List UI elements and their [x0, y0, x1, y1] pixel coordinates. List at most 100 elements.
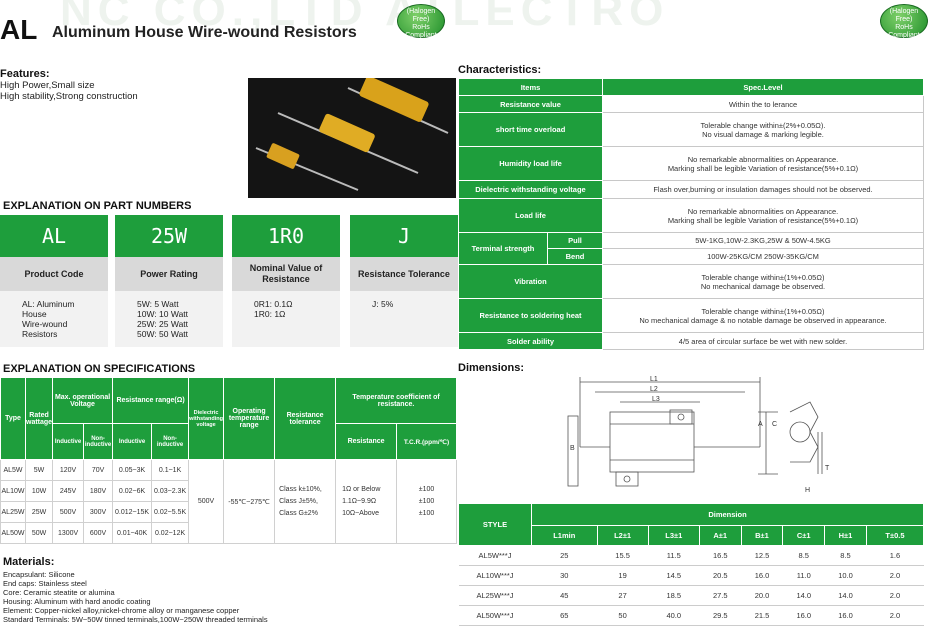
cell-style: AL5W***J — [458, 545, 532, 566]
table-row: AL25W***J 45 27 18.5 27.5 20.0 14.0 14.0… — [458, 585, 924, 606]
dim-label-h: H — [805, 487, 810, 494]
char-spec: 5W-1KG,10W-2.3KG,25W & 50W-4.5KG — [602, 232, 924, 249]
cell-dim: 18.5 — [648, 585, 700, 606]
th-tolerance: Resistance tolerance — [274, 377, 337, 460]
cell-type: AL5W — [0, 459, 26, 481]
th-max-voltage: Max. operational Voltage — [52, 377, 114, 424]
cell-type: AL50W — [0, 522, 26, 544]
table-row: AL10W 10W 245V 180V 0.02~6K 0.03~2.3K — [0, 480, 457, 502]
cell-dim: 45 — [531, 585, 597, 606]
badge-line: (Halogen Free) — [406, 8, 436, 23]
spec-line: 4/5 area of circular surface be wet with… — [678, 336, 848, 346]
cell-dim: 11.5 — [648, 545, 700, 566]
cell-resistance: 1Ω or Below 1.1Ω~9.9Ω 10Ω~Above — [335, 459, 398, 544]
desc-line: 50W: 50 Watt — [137, 329, 189, 339]
spec-line: Marking shall be legible Variation of re… — [667, 163, 859, 173]
th-tcr: T.C.R.(ppm/℃) — [396, 423, 457, 460]
th-r-ind: Inductive — [112, 423, 153, 460]
table-row: Resistance to soldering heat Tolerable c… — [458, 298, 924, 333]
cell-dielectric: 500V — [188, 459, 225, 544]
spec-line: No remarkable abnormalities on Appearanc… — [687, 154, 839, 164]
table-row: AL5W***J 25 15.5 11.5 16.5 12.5 8.5 8.5 … — [458, 545, 924, 566]
cell-dim: 15.5 — [597, 545, 649, 566]
char-item: Resistance value — [458, 95, 603, 113]
cell-style: AL10W***J — [458, 565, 532, 586]
char-spec: Within the to lerance — [602, 95, 924, 113]
tcr-line: ±100 — [418, 509, 435, 517]
cell-watt: 25W — [24, 501, 54, 523]
cell-dim: 19 — [597, 565, 649, 586]
char-spec: No remarkable abnormalities on Appearanc… — [602, 146, 924, 181]
char-item: Humidity load life — [458, 146, 603, 181]
cell-dim: 16.0 — [741, 565, 783, 586]
cell-dim: 2.0 — [866, 585, 924, 606]
resistor-photo-image — [255, 76, 449, 191]
cell-dim: 29.5 — [699, 605, 742, 626]
spec-line: No mechanical damage & no notable damage… — [639, 315, 887, 325]
cell-v-ind: 1300V — [52, 522, 85, 544]
part-numbers-heading: EXPLANATION ON PART NUMBERS — [3, 200, 192, 212]
table-row: Humidity load life No remarkable abnorma… — [458, 146, 924, 181]
th-type: Type — [0, 377, 26, 460]
th-style: STYLE — [458, 503, 532, 546]
cell-v-non: 180V — [83, 480, 114, 502]
cell-dim: 27.5 — [699, 585, 742, 606]
char-item: Vibration — [458, 264, 603, 299]
th-col: L3±1 — [647, 525, 700, 546]
part-desc: 0R1: 0.1Ω 1R0: 1Ω — [232, 291, 340, 347]
specifications-table: Type Rated wattage Max. operational Volt… — [0, 377, 457, 544]
part-label: Product Code — [0, 257, 108, 291]
part-code: 25W — [115, 215, 223, 257]
cell-op-temp: -55℃~275℃ — [223, 459, 276, 544]
product-code-title: AL — [0, 14, 38, 45]
th-op-temp: Operating temperature range — [223, 377, 276, 460]
th-col: H±1 — [824, 525, 867, 546]
table-row: AL5W 5W 120V 70V 0.05~3K 0.1~1K 500V -55… — [0, 459, 457, 544]
resistance-line: 10Ω~Above — [342, 509, 380, 517]
char-spec: No remarkable abnormalities on Appearanc… — [602, 198, 924, 233]
th-col: C±1 — [782, 525, 826, 546]
tolerance-line: Class J±5%, — [279, 497, 318, 505]
desc-line: J: 5% — [372, 299, 394, 309]
table-row: AL50W 50W 1300V 600V 0.01~40K 0.02~12K — [0, 522, 457, 544]
dim-label-a: A — [758, 421, 763, 428]
cell-type: AL25W — [0, 501, 26, 523]
cell-v-non: 70V — [83, 459, 114, 481]
tcr-line: ±100 — [418, 497, 435, 505]
cell-dim: 1.6 — [866, 545, 924, 566]
part-number-box: 1R0 Nominal Value of Resistance 0R1: 0.1… — [232, 215, 340, 347]
desc-line: 1R0: 1Ω — [254, 309, 286, 319]
cell-dim: 14.5 — [648, 565, 700, 586]
part-code: AL — [0, 215, 108, 257]
cell-dim: 30 — [531, 565, 597, 586]
cell-dim: 8.5 — [782, 545, 825, 566]
material-item: End caps: Stainless steel — [3, 579, 87, 588]
char-spec: Tolerable change within±(1%+0.05Ω) No me… — [602, 264, 924, 299]
desc-line: House — [22, 309, 47, 319]
cell-v-ind: 245V — [52, 480, 85, 502]
char-subitem: Bend — [547, 248, 603, 265]
char-subitem: Pull — [547, 232, 603, 249]
product-photo — [248, 76, 456, 198]
material-item: Housing: Aluminum with hard anodic coati… — [3, 597, 151, 606]
cell-r-non: 0.03~2.3K — [151, 480, 190, 502]
char-spec: Flash over,burning or insulation damages… — [602, 180, 924, 199]
cell-v-ind: 120V — [52, 459, 85, 481]
cell-dim: 16.0 — [782, 605, 825, 626]
table-row: Solder ability 4/5 area of circular surf… — [458, 332, 924, 350]
cell-dim: 27 — [597, 585, 649, 606]
cell-dim: 50 — [597, 605, 649, 626]
rohs-badge-right: (Halogen Free) RoHs Compliant — [880, 4, 928, 39]
th-v-non: Non-inductive — [83, 423, 114, 460]
th-res-range: Resistance range(Ω) — [112, 377, 190, 424]
badge-line: Compliant — [888, 32, 920, 39]
th-tcr-group: Temperature coefficient of resistance. — [335, 377, 457, 424]
dim-label-c: C — [772, 421, 777, 428]
cell-watt: 50W — [24, 522, 54, 544]
cell-style: AL25W***J — [458, 585, 532, 606]
part-desc: 5W: 5 Watt 10W: 10 Watt 25W: 25 Watt 50W… — [115, 291, 223, 347]
material-item: Element: Copper-nickel alloy,nickel-chro… — [3, 606, 240, 615]
cell-r-ind: 0.05~3K — [112, 459, 153, 481]
part-label: Nominal Value of Resistance — [232, 257, 340, 291]
table-row: AL25W 25W 500V 300V 0.012~15K 0.02~5.5K — [0, 501, 457, 523]
